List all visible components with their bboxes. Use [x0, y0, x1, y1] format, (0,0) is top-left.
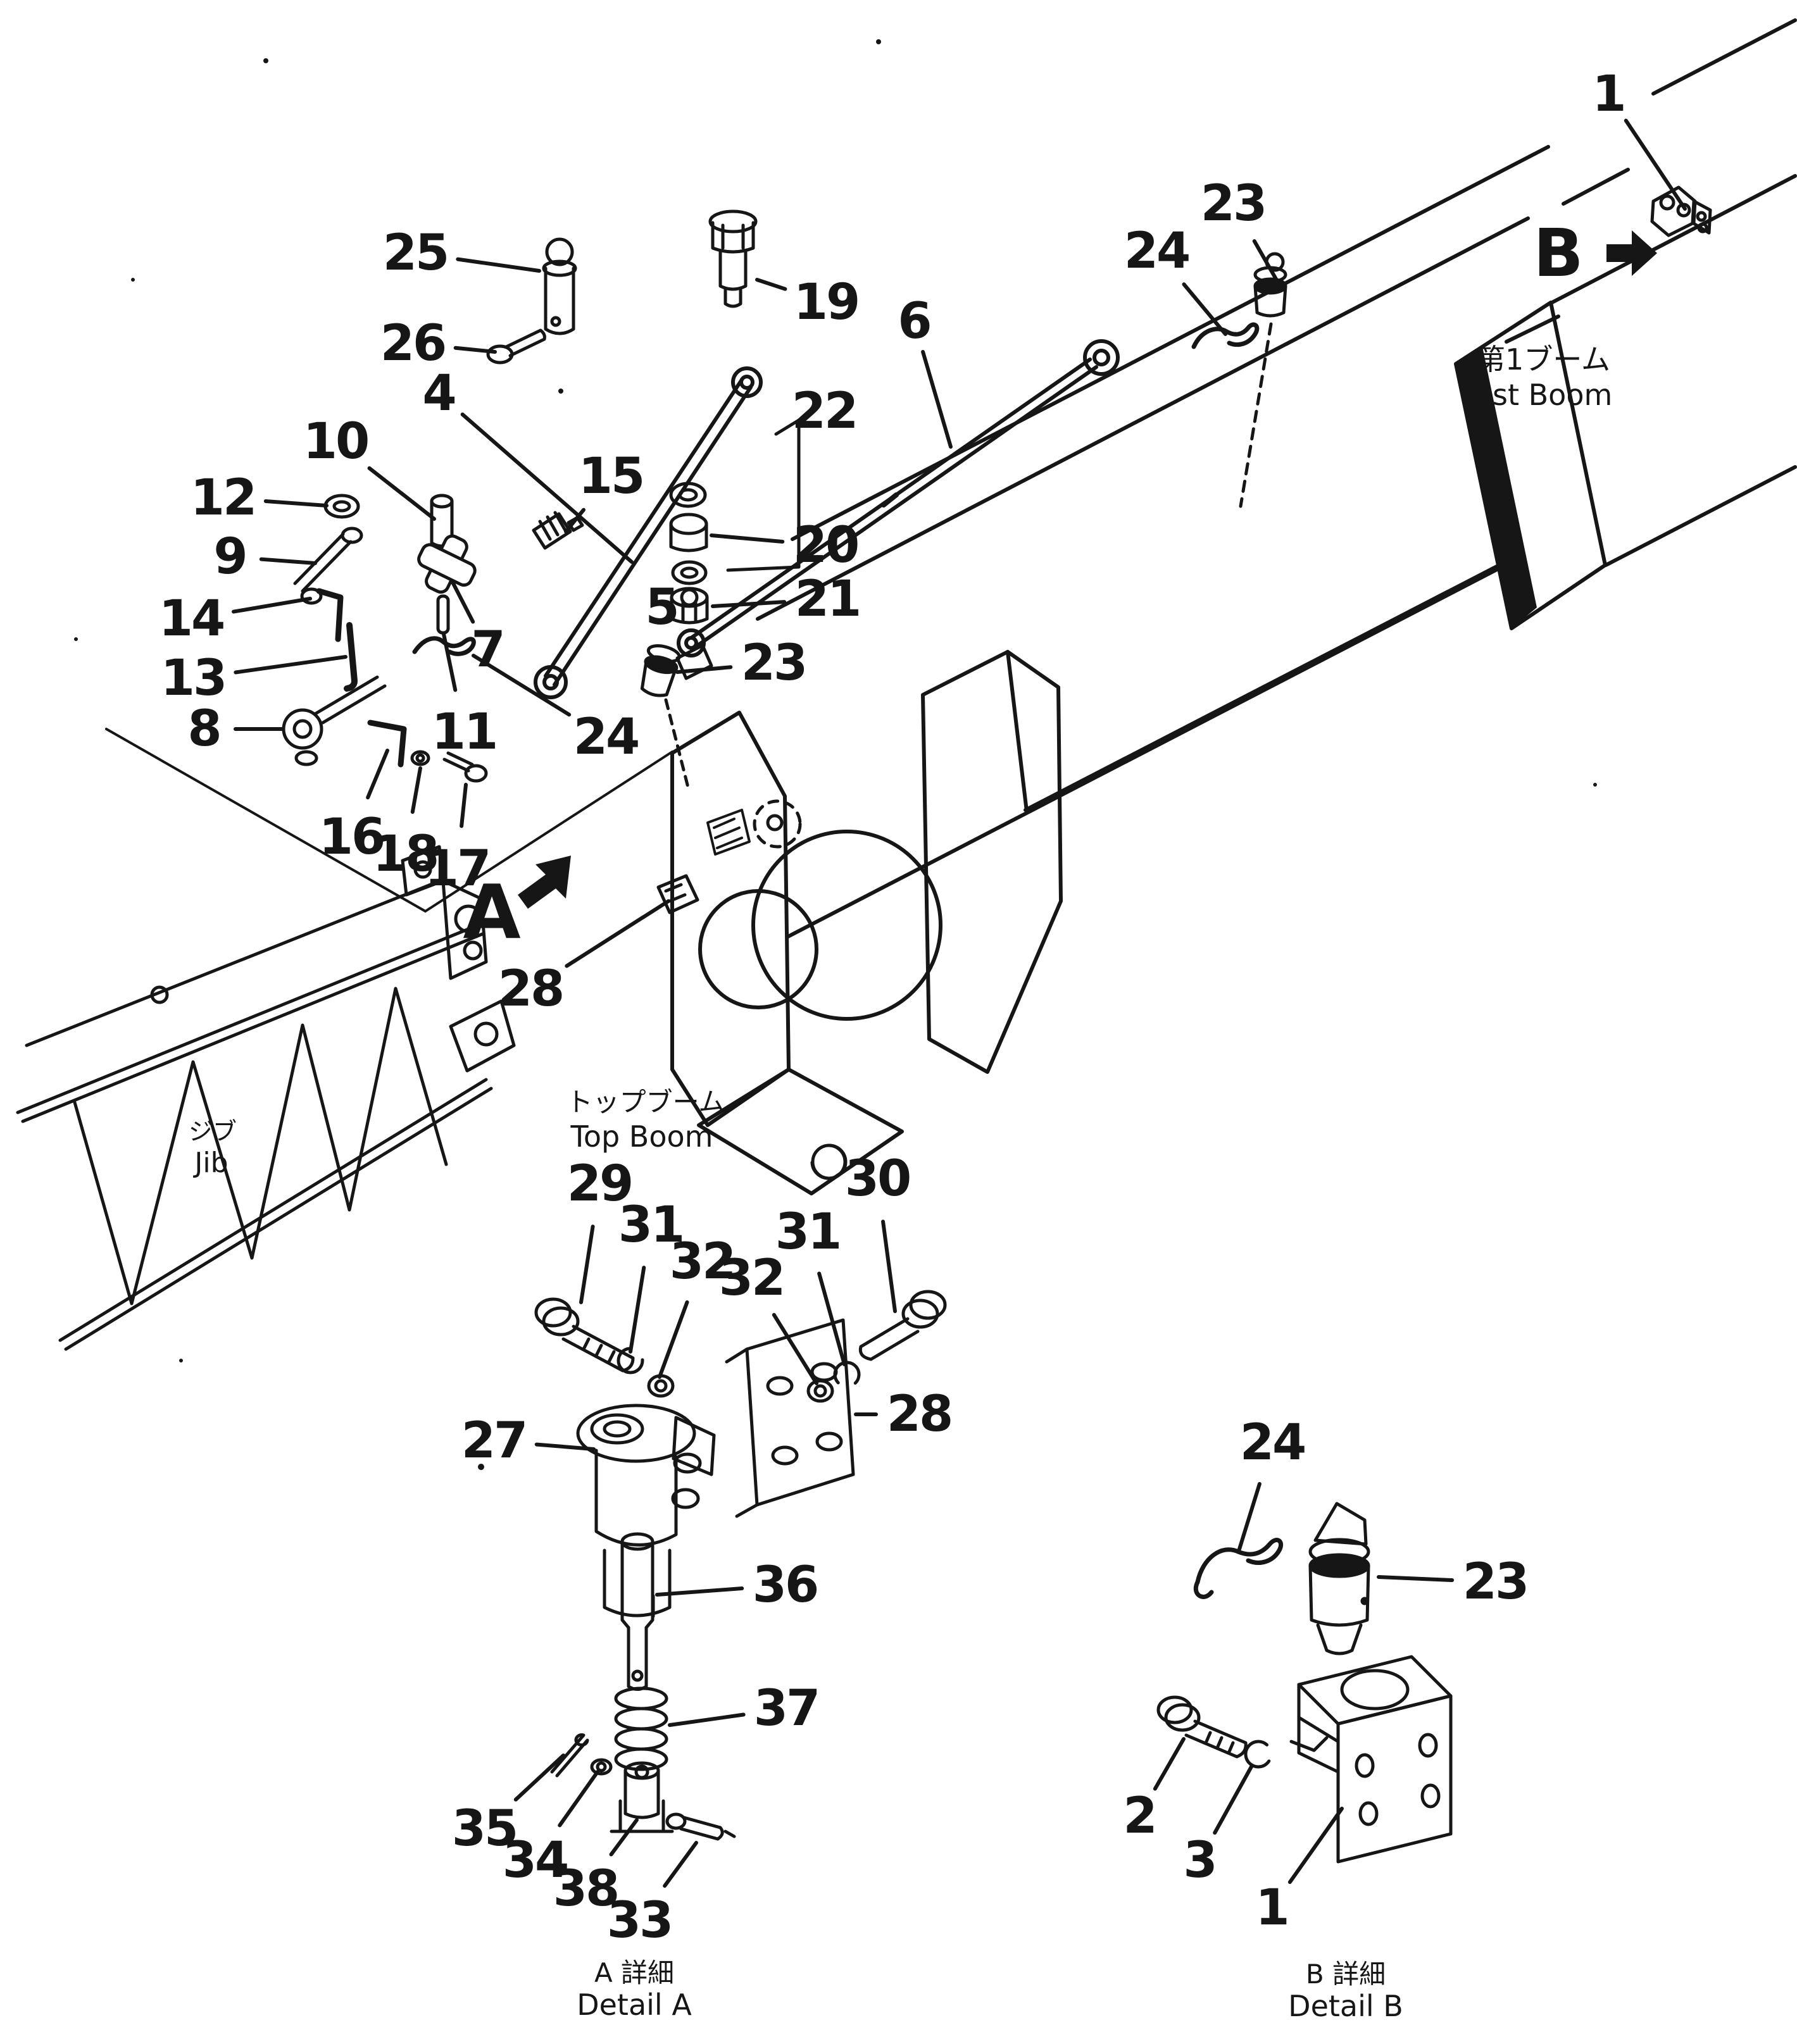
part-13-pin [344, 622, 358, 692]
leader-lines [232, 118, 1687, 1888]
leader-line-23 [1252, 239, 1280, 285]
leader-line-31 [629, 1266, 646, 1354]
leader-line-27 [534, 1442, 596, 1451]
pin-23-mid-dashed-line [664, 698, 691, 792]
leader-line-14 [232, 597, 312, 614]
leader-line-30 [881, 1219, 897, 1313]
leader-line-9 [259, 557, 317, 565]
leader-line-23 [1377, 1575, 1455, 1583]
leader-line-29 [579, 1225, 595, 1304]
leader-line-3 [1213, 1764, 1254, 1835]
leader-line-23 [675, 665, 733, 674]
part-18-washer [410, 750, 430, 766]
leader-line-19 [755, 278, 787, 291]
part-26-bolt [486, 328, 546, 365]
leader-line-36 [655, 1586, 744, 1597]
leader-line-7 [450, 579, 475, 624]
detail-a-funnel-lines [105, 728, 673, 913]
part-9-rod [293, 527, 363, 593]
leader-line-38 [609, 1818, 639, 1857]
leader-line-1 [1624, 118, 1687, 211]
part-1-bracket [1650, 185, 1712, 237]
part-16-bracket [367, 720, 407, 768]
detail-a-parts [534, 1290, 947, 1841]
part-17-bolt [442, 751, 488, 783]
boom-support-collar [1454, 301, 1607, 630]
pin-23-dashed-line [1239, 322, 1273, 508]
leader-line-10 [367, 466, 436, 521]
view-a-arrow-icon [518, 856, 571, 909]
first-boom-outline [756, 18, 1797, 938]
leader-line-24 [1182, 282, 1227, 336]
part-4-tie-rod [534, 366, 763, 699]
leader-line-1 [1287, 1807, 1344, 1885]
leader-line-24 [1237, 1481, 1262, 1551]
leader-line-21 [711, 600, 787, 608]
top-boom-head [670, 628, 1063, 1195]
view-b-arrow-icon [1606, 230, 1657, 276]
leader-line-4 [460, 412, 634, 564]
leader-line-37 [668, 1712, 746, 1727]
leader-line-25 [456, 257, 541, 273]
leader-line-28 [565, 899, 670, 968]
part-28-latch [656, 874, 699, 914]
leader-line-32 [772, 1312, 818, 1385]
jib-lattice [16, 845, 516, 1351]
part-22-washers [669, 482, 709, 625]
part-14-bent-pin [300, 587, 344, 642]
leader-line-35 [513, 1754, 565, 1802]
scan-noise [74, 39, 1597, 1470]
part-23-top-plug [1253, 252, 1287, 318]
leader-line-26 [453, 346, 497, 354]
leader-line-32 [658, 1300, 689, 1379]
leader-line-34 [558, 1770, 599, 1828]
part-23-mid-plug [640, 644, 681, 697]
leader-line-18 [410, 766, 422, 814]
part-12-washer [323, 494, 360, 519]
part-24-mid-cotter [412, 636, 476, 656]
part-6-tie-rod [689, 339, 1120, 647]
part-25-pin [542, 237, 577, 335]
leader-line-2 [1153, 1737, 1186, 1791]
part-19-pin [708, 209, 758, 308]
part-24-top-cotter [1191, 322, 1260, 349]
leader-line-11 [442, 632, 458, 692]
leader-line-15 [564, 508, 586, 533]
leader-line-17 [460, 783, 468, 828]
leader-line-20 [710, 533, 785, 544]
leader-line-13 [234, 655, 348, 675]
leader-line-6 [921, 349, 953, 449]
leader-line-33 [663, 1841, 698, 1888]
leader-line-31 [817, 1271, 846, 1366]
leader-line-16 [366, 749, 389, 800]
detail-b-parts [1156, 1502, 1453, 1864]
part-7-t-joint [417, 534, 477, 635]
part-22-bracket-line [726, 418, 801, 572]
leader-line-12 [263, 499, 329, 508]
leader-line-24 [472, 654, 572, 717]
